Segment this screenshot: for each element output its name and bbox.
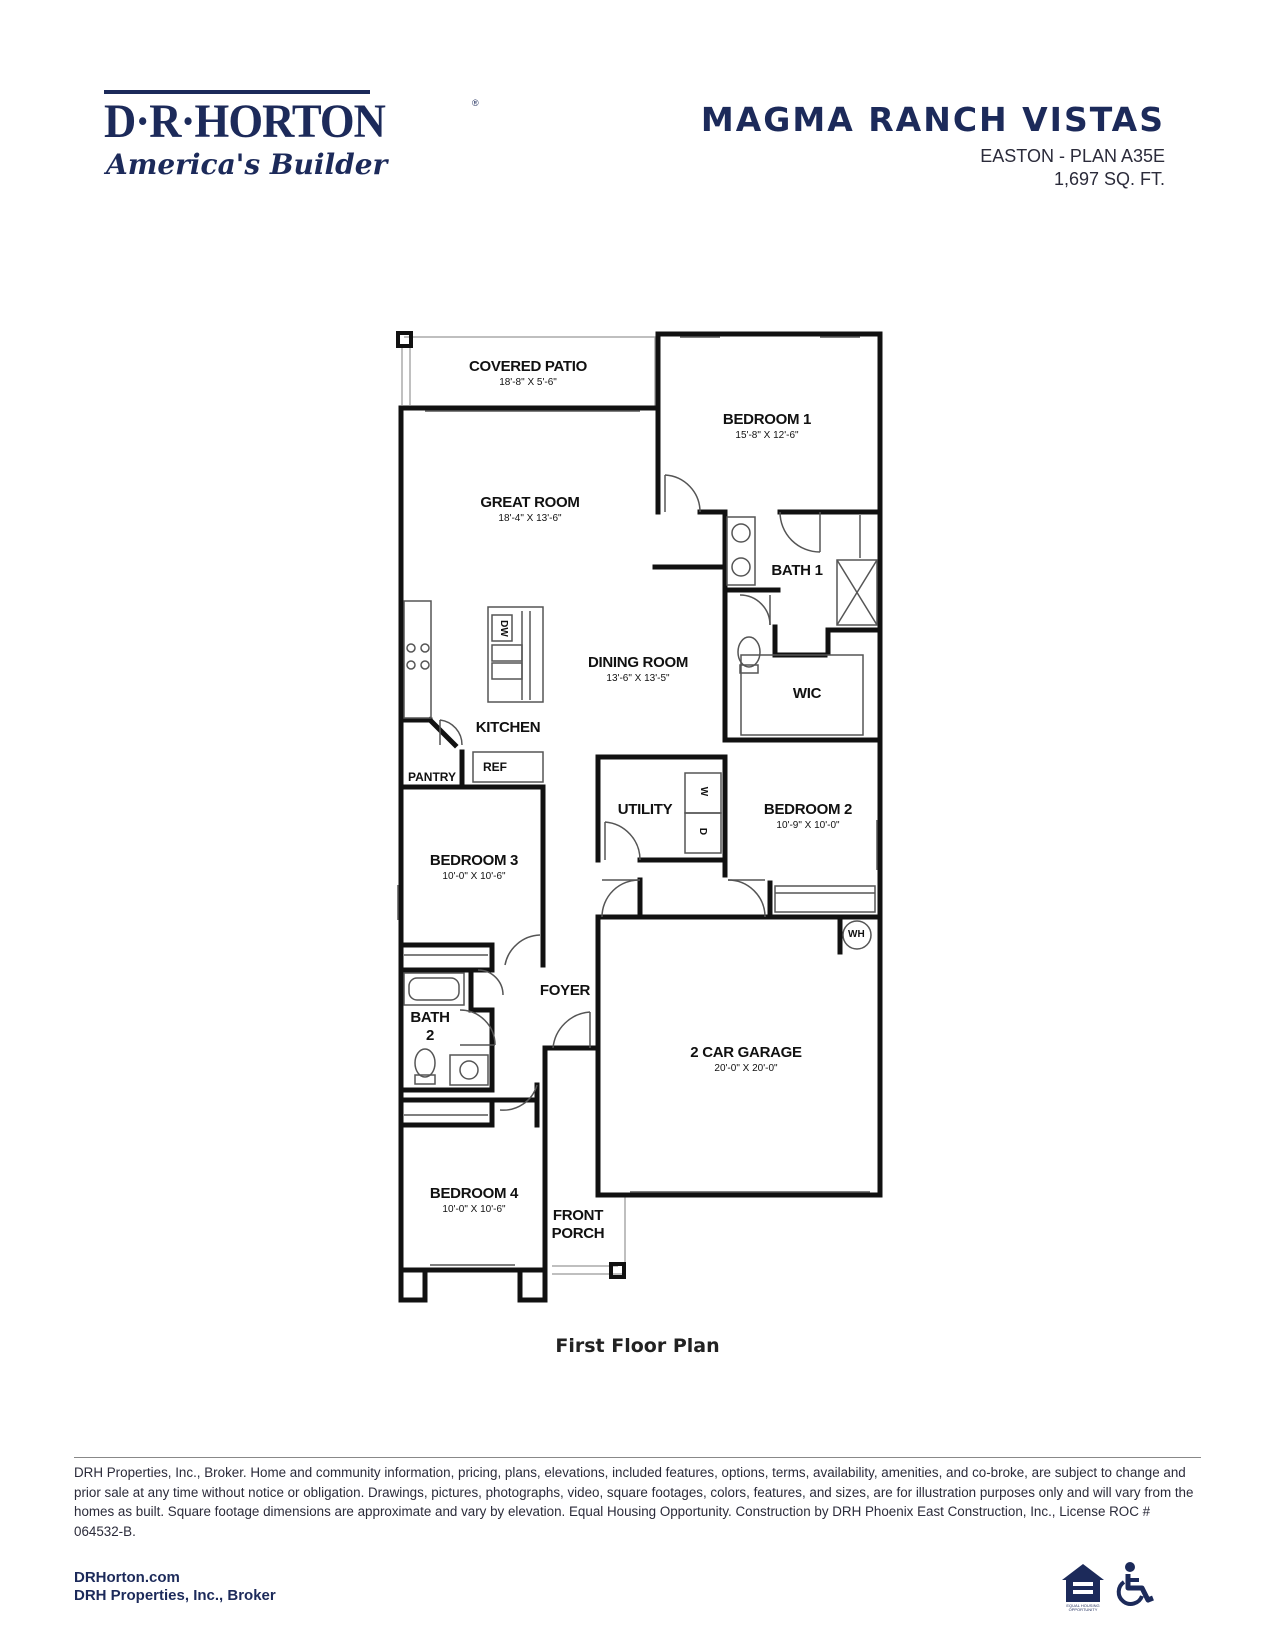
room-utility: UTILITY — [618, 801, 673, 818]
room-dimensions: 18'-4" X 13'-6" — [498, 513, 562, 524]
room-name: BATH 1 — [771, 562, 823, 579]
plan-name: EASTON - PLAN A35E — [980, 146, 1165, 166]
footer-divider — [74, 1457, 1201, 1458]
room-pantry: PANTRY — [408, 770, 456, 784]
room-great-room: GREAT ROOM 18'-4" X 13'-6" — [480, 494, 580, 524]
room-bedroom-4: BEDROOM 4 10'-0" X 10'-6" — [430, 1185, 518, 1215]
legal-disclaimer: DRH Properties, Inc., Broker. Home and c… — [74, 1465, 1194, 1539]
room-name: KITCHEN — [475, 719, 541, 736]
logo-registered-mark: ® — [472, 98, 479, 108]
room-name: FRONT — [552, 1207, 604, 1224]
room-dimensions: 20'-0" X 20'-0" — [714, 1063, 778, 1074]
appliance-dishwasher: DW — [497, 620, 509, 637]
room-foyer: FOYER — [540, 982, 590, 999]
room-bath-1: BATH 1 — [771, 562, 823, 579]
drhorton-logo: D·R·HORTON ® America's Builder — [104, 90, 479, 181]
square-footage: 1,697 SQ. FT. — [1053, 169, 1165, 189]
room-name-line2: PORCH — [551, 1225, 605, 1242]
room-bath-2: BATH 2 — [410, 1009, 450, 1045]
room-dimensions: 10'-0" X 10'-6" — [442, 871, 506, 882]
equal-housing-caption: EQUAL HOUSING OPPORTUNITY — [1066, 1603, 1100, 1612]
room-name: COVERED PATIO — [468, 358, 588, 375]
website-link[interactable]: DRHorton.com — [74, 1569, 180, 1586]
room-name: BEDROOM 2 — [763, 801, 853, 818]
logo-tagline: America's Builder — [106, 148, 388, 181]
room-dimensions: 13'-6" X 13'-5" — [606, 673, 670, 684]
room-name: 2 CAR GARAGE — [690, 1044, 802, 1061]
room-front-porch: FRONT PORCH — [552, 1207, 605, 1243]
porch-post — [609, 1262, 626, 1279]
appliance-washer: W — [698, 786, 710, 797]
fixtures — [397, 336, 878, 1266]
water-heater: WH — [848, 929, 865, 940]
room-name: GREAT ROOM — [480, 494, 580, 511]
room-kitchen: KITCHEN — [476, 719, 541, 736]
accessibility-icon — [1116, 1562, 1154, 1606]
room-name-line2: 2 — [425, 1027, 435, 1044]
patio-post — [396, 331, 413, 348]
room-bedroom-1: BEDROOM 1 15'-8" X 12'-6" — [723, 411, 811, 441]
appliance-refrigerator: REF — [483, 760, 507, 774]
room-name: BATH — [410, 1009, 450, 1026]
room-name: WIC — [792, 685, 822, 702]
room-name: DINING ROOM — [587, 654, 689, 671]
logo-rule — [104, 90, 370, 94]
community-name: MAGMA RANCH VISTAS — [700, 100, 1165, 139]
room-dimensions: 10'-0" X 10'-6" — [442, 1204, 506, 1215]
logo-wordmark: D·R·HORTON — [104, 95, 386, 148]
room-name: BEDROOM 1 — [722, 411, 812, 428]
room-wic: WIC — [792, 685, 822, 702]
room-name: BEDROOM 4 — [429, 1185, 519, 1202]
room-name: BEDROOM 3 — [429, 852, 519, 869]
walls — [398, 331, 883, 1303]
room-name: UTILITY — [617, 801, 673, 818]
room-bedroom-3: BEDROOM 3 10'-0" X 10'-6" — [430, 852, 518, 882]
appliance-dryer: D — [697, 827, 709, 836]
room-dimensions: 18'-8" X 5'-6" — [499, 377, 557, 388]
equal-housing-icon — [1062, 1564, 1104, 1602]
community-block: MAGMA RANCH VISTAS EASTON - PLAN A35E 1,… — [701, 100, 1165, 191]
room-name: FOYER — [539, 982, 591, 999]
room-garage: 2 CAR GARAGE 20'-0" X 20'-0" — [690, 1044, 802, 1074]
broker-name: DRH Properties, Inc., Broker — [74, 1587, 276, 1604]
room-bedroom-2: BEDROOM 2 10'-9" X 10'-0" — [764, 801, 852, 831]
plan-title: First Floor Plan — [555, 1335, 720, 1357]
footer-contact: DRHorton.com DRH Properties, Inc., Broke… — [74, 1569, 276, 1605]
room-dining-room: DINING ROOM 13'-6" X 13'-5" — [588, 654, 688, 684]
room-covered-patio: COVERED PATIO 18'-8" X 5'-6" — [469, 358, 587, 388]
room-dimensions: 10'-9" X 10'-0" — [776, 820, 840, 831]
room-dimensions: 15'-8" X 12'-6" — [735, 430, 799, 441]
